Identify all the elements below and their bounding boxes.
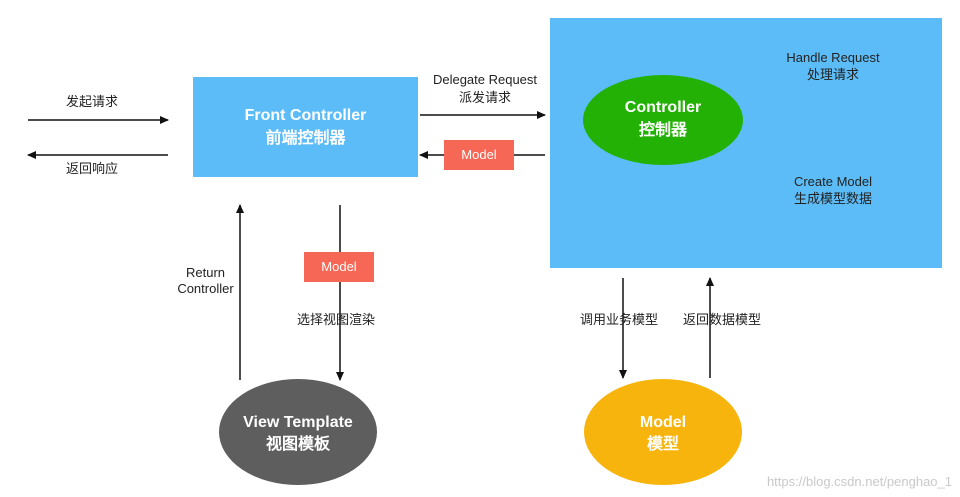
watermark-text: https://blog.csdn.net/penghao_1 [766, 474, 952, 489]
front-controller-title: Front Controller [244, 107, 367, 124]
model-tag-middle: Model [304, 252, 374, 282]
return-controller-label-line2: Controller [177, 281, 234, 296]
select-view-label: 选择视图渲染 [297, 312, 376, 327]
delegate-request-label: Delegate Request [432, 72, 538, 87]
create-model-zh-label: 生成模型数据 [793, 191, 872, 206]
model-tag-top: Model [444, 140, 514, 170]
model-ellipse [584, 379, 742, 485]
request-label: 发起请求 [66, 94, 119, 109]
view-template-ellipse [219, 379, 377, 485]
delegate-request-zh-label: 派发请求 [458, 90, 511, 105]
handle-request-zh-label: 处理请求 [806, 67, 859, 82]
return-data-model-label: 返回数据模型 [683, 312, 762, 327]
view-template-subtitle: 视图模板 [265, 436, 330, 453]
model-subtitle: 模型 [646, 436, 679, 453]
handle-request-label: Handle Request [786, 50, 880, 65]
view-template-title: View Template [243, 414, 353, 431]
call-model-label: 调用业务模型 [580, 312, 659, 327]
response-label: 返回响应 [66, 161, 119, 176]
controller-ellipse [583, 75, 743, 165]
controller-subtitle: 控制器 [638, 122, 687, 139]
create-model-label: Create Model [793, 174, 873, 189]
front-controller-box [193, 77, 418, 177]
front-controller-subtitle: 前端控制器 [265, 130, 346, 147]
return-controller-label-line1: Return [185, 265, 226, 280]
controller-title: Controller [624, 99, 702, 116]
model-title: Model [639, 414, 687, 431]
